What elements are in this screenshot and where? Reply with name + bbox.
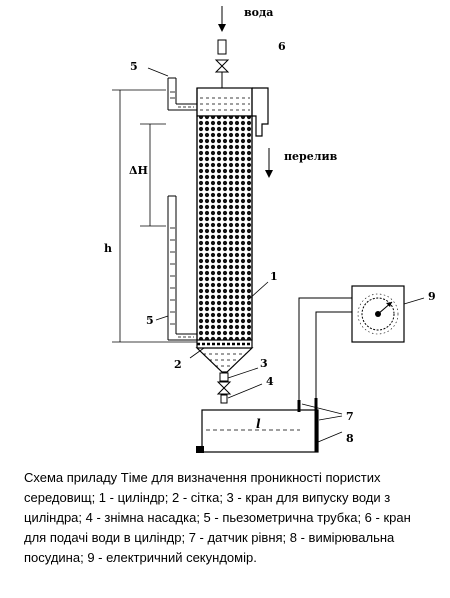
h-label: h — [104, 242, 112, 255]
leader-2 — [189, 347, 205, 359]
leader-1 — [247, 281, 269, 301]
label-4: 4 — [266, 375, 274, 388]
measuring-vessel — [196, 409, 319, 453]
electric-stopwatch — [351, 285, 425, 343]
drain-valve — [216, 367, 263, 404]
h-dimension — [112, 89, 197, 343]
cylinder — [195, 87, 254, 373]
label-7: 7 — [346, 410, 354, 423]
overflow-label: перелив — [284, 150, 338, 163]
label-9: 9 — [428, 290, 436, 303]
supply-valve — [214, 39, 230, 88]
figure-caption: Схема приладу Тіме для визначення проник… — [24, 470, 411, 565]
delta-h-dimension — [140, 123, 166, 227]
upper-piezometer — [147, 67, 197, 111]
label-1: 1 — [270, 270, 278, 283]
l-label: l — [256, 417, 261, 431]
label-5-top: 5 — [130, 60, 138, 73]
water-label: вода — [244, 6, 273, 19]
delta-h-label: ΔH — [129, 164, 148, 177]
water-inlet-arrow — [218, 6, 226, 32]
overflow-pipe — [252, 87, 273, 178]
label-8: 8 — [346, 432, 354, 445]
level-sensors — [297, 398, 343, 452]
label-5-bottom: 5 — [146, 314, 154, 327]
label-3: 3 — [260, 357, 268, 370]
permeameter-diagram: вода 6 перелив — [104, 6, 436, 453]
lower-piezometer — [155, 195, 197, 341]
label-6: 6 — [278, 40, 286, 53]
label-2: 2 — [174, 358, 182, 371]
sensor-wires — [298, 297, 352, 400]
